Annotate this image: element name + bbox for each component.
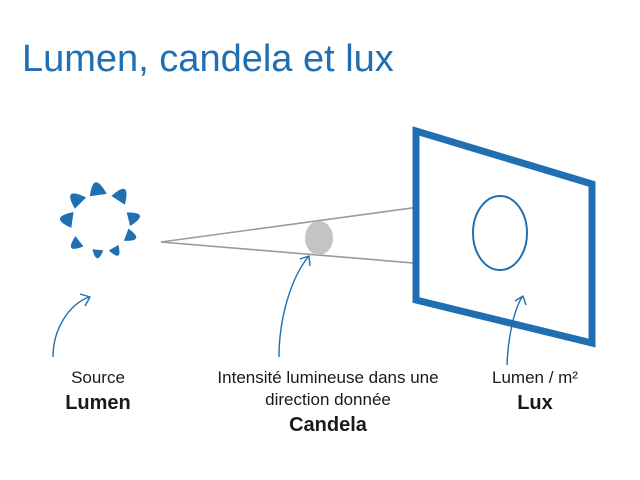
illuminance-label: Lumen / m² Lux — [475, 367, 595, 417]
burst-ray — [123, 228, 137, 241]
intensity-caption-line2: direction donnée — [265, 390, 391, 409]
burst-ray — [92, 249, 104, 259]
source-unit: Lumen — [65, 392, 131, 414]
source-caption: Source — [71, 368, 125, 387]
burst-ray — [108, 245, 120, 256]
illuminance-caption: Lumen / m² — [492, 368, 578, 387]
intensity-caption-line1: Intensité lumineuse dans une — [217, 368, 439, 387]
burst-ray — [89, 182, 107, 197]
intensity-spot — [305, 221, 333, 255]
intensity-label: Intensité lumineuse dans une direction d… — [188, 367, 468, 439]
burst-ray — [126, 212, 140, 226]
pointer-arrow-lux — [506, 295, 527, 366]
light-source-icon — [59, 182, 140, 259]
pointer-arrow-candela — [278, 255, 311, 358]
burst-ray — [70, 236, 84, 249]
illuminance-unit: Lux — [517, 392, 553, 414]
intensity-unit: Candela — [289, 414, 367, 436]
pointer-arrow-source — [52, 293, 91, 358]
screen-frame — [412, 126, 596, 348]
illuminated-area — [472, 195, 528, 271]
page-title: Lumen, candela et lux — [22, 38, 394, 80]
burst-ray — [59, 212, 74, 228]
burst-ray — [70, 193, 87, 209]
source-label: Source Lumen — [38, 367, 158, 417]
burst-ray — [111, 188, 127, 205]
